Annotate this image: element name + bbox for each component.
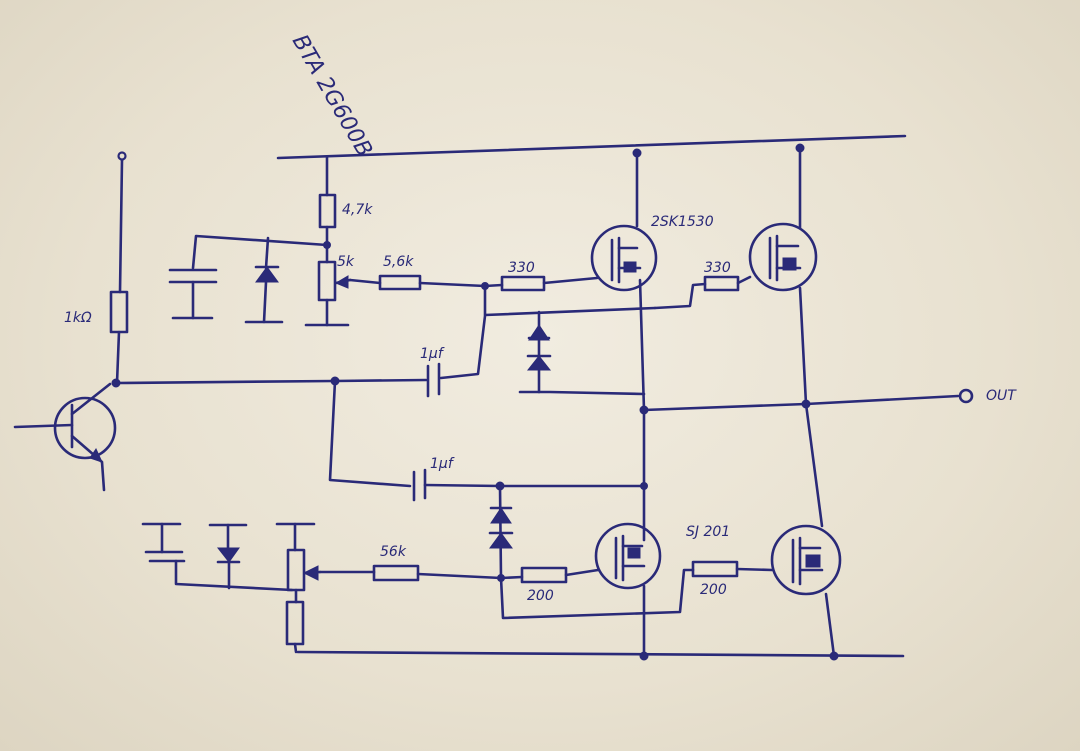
label-mosfet: 2SK1530 [651,214,714,230]
wire-bias-branch [191,234,329,270]
ic-label: BTA 2G600B [287,31,377,162]
label-cap-upper: 1µf [420,346,445,362]
label-56k: 56k [380,544,407,560]
resistor-56k [372,564,420,582]
bias-zener [244,236,284,324]
label-330-upper: 330 [508,260,535,276]
mosfet-lower-1 [594,522,662,590]
wire-output-bus [642,394,960,412]
resistor-200-lower [520,566,568,584]
top-rail [276,134,907,160]
label-5k6: 5,6k [383,254,414,270]
source-wire-upper-2 [798,286,808,406]
diode-lower-b [488,531,514,549]
bias-capacitor [168,268,218,320]
bottom-rail [296,650,905,658]
label-out: OUT [986,388,1017,404]
wire-lower-loop [499,568,695,620]
wire-cap-upper-out [439,314,487,380]
wire-56k-out [416,572,524,580]
label-sj201: SJ 201 [686,524,730,540]
wire-input [118,158,124,294]
wire-upper-diode-bottom [518,390,646,396]
label-330-right: 330 [704,260,731,276]
wire-bus-down [328,379,412,488]
lower-bias-capacitor [141,522,186,563]
resistor-5k6 [378,274,422,291]
mosfet-upper-1 [590,224,658,292]
pot-5k [304,260,352,327]
resistor-330-upper [500,275,546,292]
wire-cap-lower-out [423,483,646,488]
output-terminal [958,388,974,404]
mosfet-upper-2 [748,222,818,292]
bjt-transistor [13,382,117,492]
wire-res-lower-down [293,642,298,654]
input-terminal [117,151,127,161]
resistor-330-right [703,275,740,292]
wire-330b-gate [736,275,752,285]
label-200-lower: 200 [527,588,554,604]
resistor-1k [109,290,129,334]
wire-pot-wiper [348,278,382,285]
resistor-200-right [691,560,739,578]
wire-to-330 [483,283,504,288]
diode-lower-a [489,506,513,524]
lower-bias-zener [208,523,248,590]
wire-collector-bus [114,379,336,385]
pot-lower [275,522,322,592]
wire-200b-gate [735,567,774,572]
wire-cap-upper-in [333,378,428,383]
wire-200-gate [564,568,600,577]
label-200-right: 200 [700,582,727,598]
wire-upper-330b [653,282,707,310]
mosfet-lower-2 [770,524,842,596]
label-1k: 1kΩ [64,310,92,326]
drain-wire-lower-2 [824,592,836,658]
label-5k: 5k [337,254,355,270]
wire-5k6-out [418,281,487,288]
label-4k7: 4,7k [342,202,373,218]
wire-330-to-gate [542,276,599,285]
diode-upper-b [526,354,552,371]
resistor-lower-vertical [285,600,305,646]
diode-upper-a [527,324,551,341]
wire-lower-bias-bottom [174,559,294,592]
wire-1k-down [115,330,121,385]
wire-out-down [804,402,824,528]
label-cap-lower: 1µf [430,456,455,472]
resistor-4k7 [318,193,337,229]
source-wire-upper-1 [638,278,646,412]
